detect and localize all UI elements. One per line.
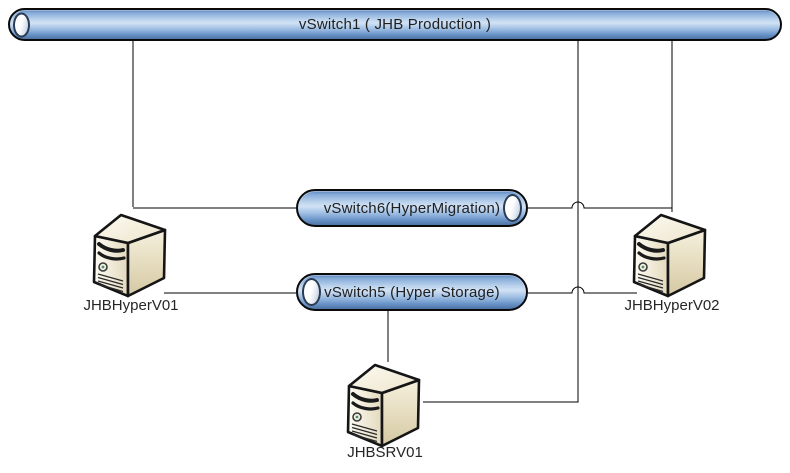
- vswitch6-label: vSwitch6(HyperMigration): [323, 199, 501, 217]
- jhbsrv01-node[interactable]: [344, 358, 424, 452]
- vswitch1-pipe[interactable]: vSwitch1 ( JHB Production ): [8, 8, 782, 41]
- jhbhyperv01-node[interactable]: [90, 208, 170, 302]
- vswitch5-label: vSwitch5 (Hyper Storage): [324, 283, 500, 301]
- server-tower-icon: [344, 358, 424, 452]
- vswitch6-pipe[interactable]: vSwitch6(HyperMigration): [296, 189, 528, 227]
- pipe-open-end: [13, 12, 30, 37]
- server-tower-icon: [90, 208, 170, 302]
- server-tower-icon: [630, 208, 710, 302]
- pipe-open-end: [503, 194, 522, 222]
- connector-vswitch5-jhbhyperv02: [528, 286, 637, 294]
- pipe-open-end: [302, 278, 321, 306]
- vswitch1-label: vSwitch1 ( JHB Production ): [298, 16, 492, 33]
- jhbhyperv02-label: JHBHyperV02: [624, 297, 720, 314]
- jhbhyperv02-node[interactable]: [630, 208, 710, 302]
- jhbsrv01-label: JHBSRV01: [347, 444, 423, 461]
- vswitch5-pipe[interactable]: vSwitch5 (Hyper Storage): [296, 273, 528, 311]
- connector-vswitch1-jhbsrv01: [423, 41, 579, 403]
- jhbhyperv01-label: JHBHyperV01: [83, 297, 179, 314]
